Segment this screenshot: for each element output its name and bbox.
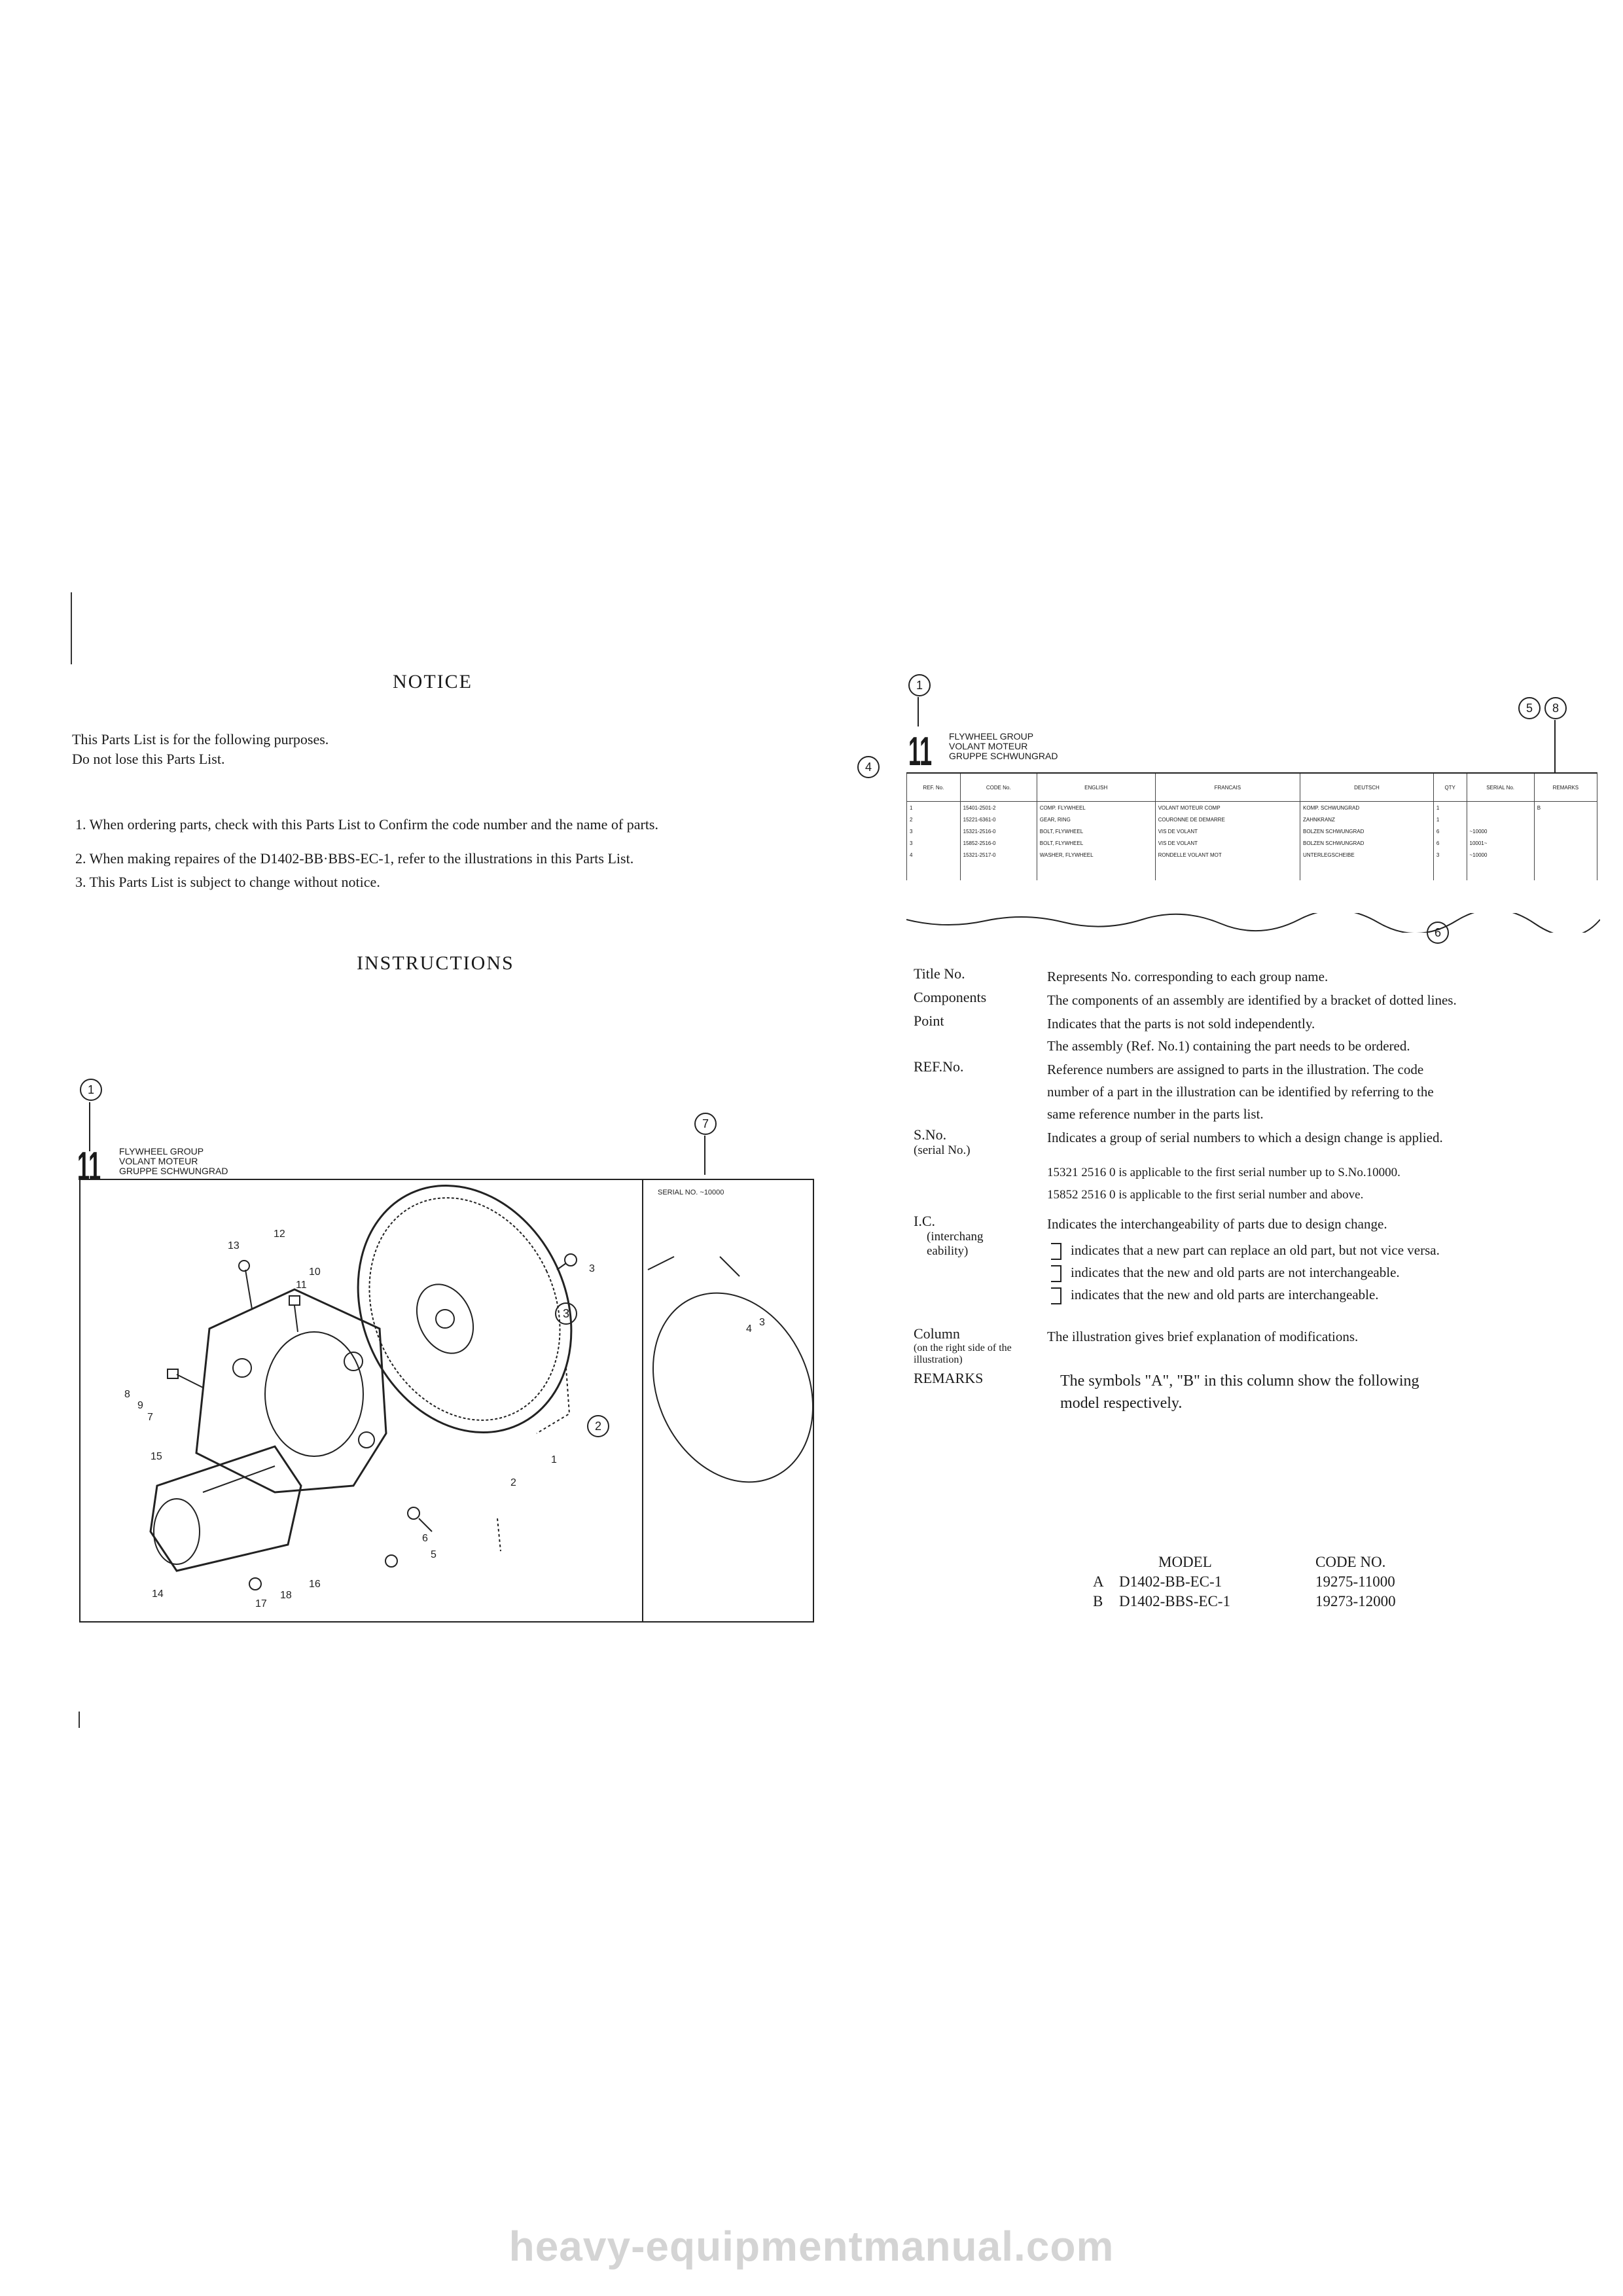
col-remarks: REMARKS (1533, 774, 1597, 802)
bracket-icon-2 (1051, 1265, 1061, 1283)
col-serial: SERIAL No. (1466, 774, 1535, 802)
explanation-list: Title No. Represents No. corresponding t… (890, 965, 1603, 1414)
ref-label: 5 (431, 1549, 437, 1560)
arrow-line (89, 1102, 90, 1151)
col-qty: QTY (1433, 774, 1467, 802)
explanation-item: Title No. Represents No. corresponding t… (890, 965, 1603, 988)
arrow-line (918, 697, 919, 726)
notice-item: 2. When making repaires of the D1402-BB·… (75, 850, 634, 867)
notice-item: 3. This Parts List is subject to change … (75, 874, 380, 890)
ref-label: 1 (551, 1454, 557, 1465)
scan-margin-mark (79, 1712, 80, 1728)
notice-title: NOTICE (393, 671, 473, 692)
sample-parts-table: REF. No. CODE No. ENGLISH FRANCAIS DEUTS… (906, 772, 1597, 880)
ref-label: 15 (151, 1451, 162, 1462)
group-title-right: FLYWHEEL GROUP VOLANT MOTEUR GRUPPE SCHW… (949, 731, 1058, 761)
col-code: CODE No. (959, 774, 1037, 802)
bolt-drawings (167, 1253, 740, 1590)
callout-5: 5 (1518, 697, 1541, 719)
model-row: A D1402-BB-EC-1 19275-11000 (1093, 1573, 1395, 1590)
group-number: 11 (77, 1144, 101, 1189)
ref-label: 17 (255, 1598, 267, 1609)
ref-label: 3 (589, 1263, 595, 1274)
ref-label: 6 (422, 1533, 428, 1544)
callout-8: 8 (1544, 697, 1567, 719)
callout-7: 7 (694, 1113, 717, 1135)
ref-label: 7 (147, 1412, 153, 1423)
explanation-label: Column (914, 1325, 960, 1342)
explanation-sublabel: (interchang eability) (927, 1230, 984, 1258)
ref-label: 11 (296, 1280, 307, 1291)
explanation-label: I.C. (914, 1213, 935, 1229)
notice-intro-line: This Parts List is for the following pur… (72, 731, 329, 747)
callout-1-left: 1 (80, 1079, 102, 1101)
ref-label: 9 (137, 1400, 143, 1411)
explanation-label: Point (914, 1013, 944, 1029)
ref-label: 8 (124, 1389, 130, 1400)
ref-label: 10 (309, 1266, 321, 1278)
notice-items: 1. When ordering parts, check with this … (75, 815, 808, 892)
group-title-left: FLYWHEEL GROUP VOLANT MOTEUR GRUPPE SCHW… (119, 1146, 228, 1176)
notice-intro: This Parts List is for the following pur… (72, 730, 329, 769)
callout-2-left: 2 (587, 1415, 609, 1437)
bracket-icon-1 (1051, 1243, 1061, 1261)
flywheel-illustration: 13 12 10 11 8 9 7 15 14 16 17 18 3 1 2 6… (79, 1179, 814, 1623)
col-ref: REF. No. (906, 774, 961, 802)
callout-1-right: 1 (908, 674, 931, 696)
arrow-line (1554, 720, 1556, 772)
flywheel-drawing (357, 1185, 573, 1433)
starter-drawing (149, 1445, 302, 1572)
model-row: B D1402-BBS-EC-1 19273-12000 (1093, 1593, 1396, 1609)
ref-label: 13 (228, 1240, 240, 1251)
table-torn-edge (906, 913, 1600, 933)
explanation-item: Point Indicates that the parts is not so… (890, 1013, 1603, 1057)
ref-label: 4 (746, 1323, 752, 1335)
col-deutsch: DEUTSCH (1300, 774, 1434, 802)
code-header: CODE NO. (1315, 1554, 1386, 1570)
ref-label: 16 (309, 1579, 321, 1590)
explanation-label: Title No. (914, 965, 965, 982)
explanation-item: Components The components of an assembly… (890, 989, 1603, 1011)
ref-number-labels: 13 12 10 11 8 9 7 15 14 16 17 18 3 1 2 6… (124, 1189, 765, 1609)
ref-label: 3 (759, 1317, 765, 1328)
housing-drawing (195, 1288, 387, 1494)
model-code-table: MODEL CODE NO. A D1402-BB-EC-1 19275-110… (1093, 1552, 1499, 1611)
arrow-line (704, 1136, 705, 1175)
explanation-sublabel: (on the right side of the illustration) (914, 1342, 1012, 1365)
ref-label: 12 (274, 1229, 285, 1240)
ref-label: 14 (152, 1588, 164, 1600)
explanation-item: Column (on the right side of the illustr… (914, 1325, 1359, 1365)
notice-intro-line: Do not lose this Parts List. (72, 751, 225, 767)
scan-margin-line (71, 592, 72, 664)
explanation-item: I.C. (interchang eability) Indicates the… (890, 1213, 1603, 1306)
explanation-item: S.No. (serial No.) Indicates a group of … (914, 1126, 1443, 1202)
ref-label: 2 (510, 1477, 516, 1488)
explanation-label: REMARKS (914, 1370, 984, 1386)
explanation-item: REMARKS The symbols "A", "B" in this col… (890, 1370, 1603, 1414)
callout-6: 6 (1427, 922, 1449, 944)
watermark: heavy-equipmentmanual.com (508, 2223, 1115, 2270)
explanation-label: REF.No. (914, 1058, 964, 1075)
bracket-icon-3 (1051, 1287, 1061, 1305)
explanation-label: S.No. (914, 1126, 947, 1143)
explanation-item: REF.No. Reference numbers are assigned t… (890, 1058, 1603, 1125)
model-header: MODEL (1158, 1554, 1212, 1570)
instructions-title: INSTRUCTIONS (357, 952, 514, 974)
col-francais: FRANCAIS (1154, 774, 1300, 802)
ref-label: 18 (280, 1590, 292, 1601)
explanation-label: Components (914, 989, 987, 1005)
explanation-sublabel: (serial No.) (914, 1143, 971, 1157)
callout-4: 4 (857, 756, 880, 778)
callout-3-left: 3 (555, 1302, 577, 1325)
notice-item: 1. When ordering parts, check with this … (75, 816, 658, 833)
col-english: ENGLISH (1036, 774, 1156, 802)
group-number-right: 11 (908, 729, 933, 774)
column-header: SERIAL NO. ~10000 (658, 1189, 724, 1196)
